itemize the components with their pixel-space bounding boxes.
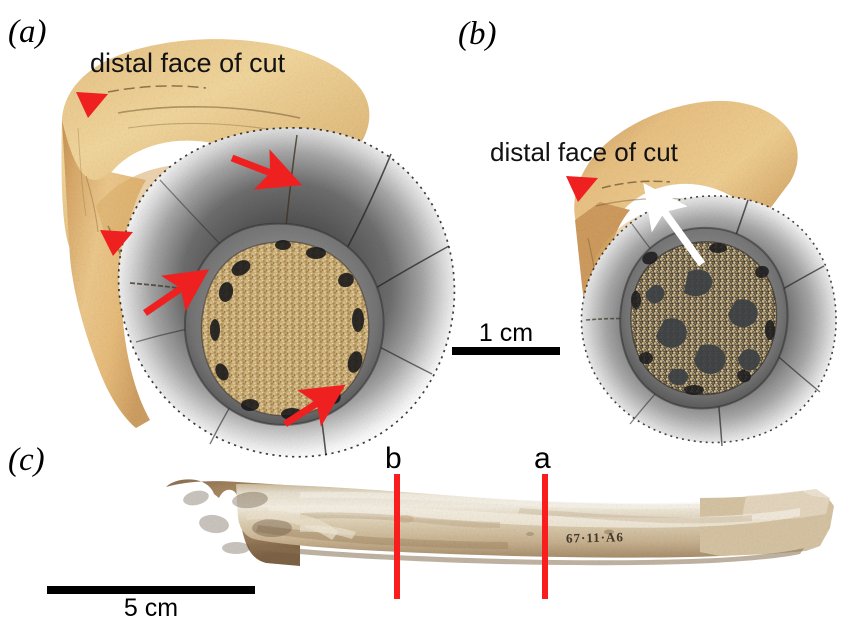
scale-bar-1cm	[452, 347, 560, 355]
panel-a-red-arrowheads	[76, 92, 133, 256]
panel-label-b: (b)	[458, 16, 497, 52]
panel-b-red-arrowhead	[566, 176, 598, 202]
section-line-a	[542, 474, 548, 599]
scale-label-5cm: 5 cm	[123, 594, 179, 619]
panel-b-artwork	[566, 100, 837, 447]
scale-bar-5cm	[47, 586, 255, 594]
specimen-catalog-number: 67·11·A6	[565, 529, 625, 546]
section-letter-b: b	[385, 442, 402, 475]
annotation-distal-face-b: distal face of cut	[490, 137, 678, 167]
red-arrow-3	[283, 384, 346, 427]
panel-c-artwork	[166, 479, 834, 566]
panel-b-white-arrow	[643, 182, 706, 267]
panel-label-a: (a)	[8, 14, 47, 50]
red-arrowhead-2	[100, 230, 133, 256]
panel-a-ct-section	[117, 127, 456, 458]
section-line-b	[394, 474, 400, 599]
panel-a-red-arrows	[143, 149, 346, 427]
section-letter-a: a	[534, 442, 551, 475]
red-arrow-2	[143, 269, 210, 316]
panel-a-artwork	[61, 39, 456, 458]
red-arrow-1	[230, 149, 303, 190]
red-arrowhead-1	[76, 92, 108, 118]
scale-label-1cm: 1 cm	[478, 319, 534, 347]
panel-b-ct-section	[580, 195, 837, 447]
annotation-distal-face-a: distal face of cut	[90, 48, 286, 78]
panel-label-c: (c)	[8, 442, 45, 478]
